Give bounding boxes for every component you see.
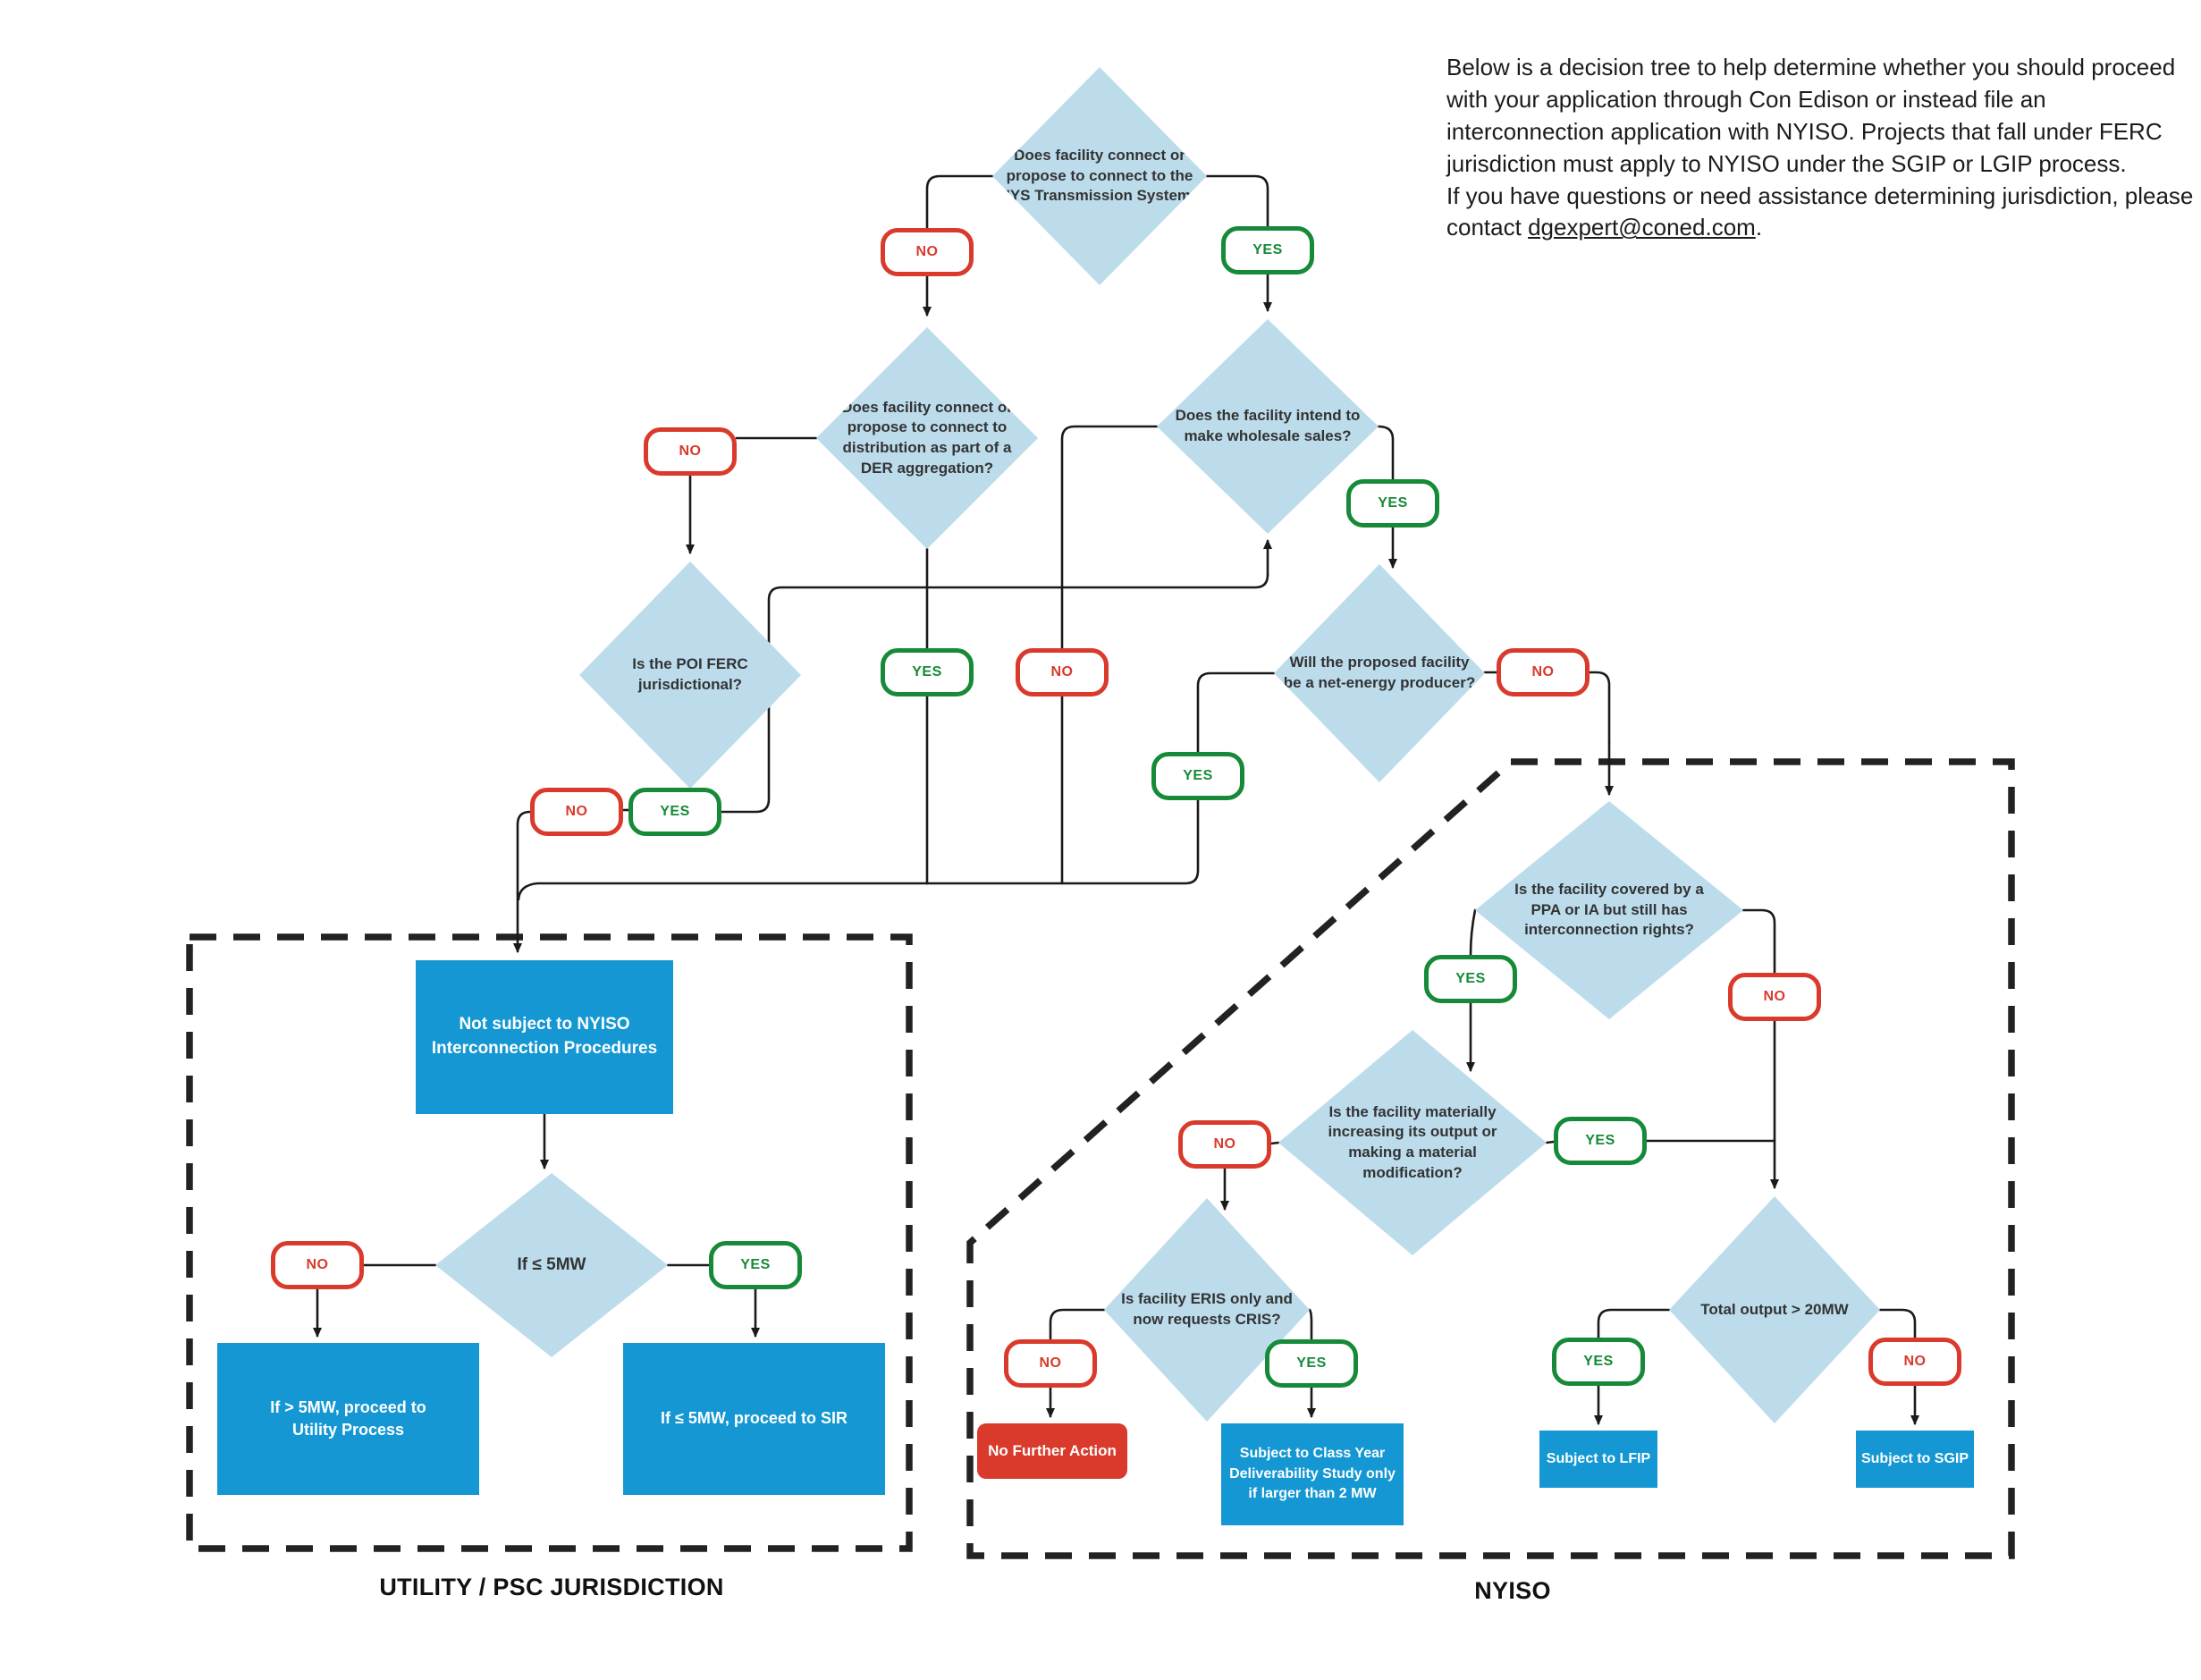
branch-wholesale-sales-yes: YES	[1346, 479, 1439, 528]
edge-q2r-yes	[1377, 425, 1395, 481]
branch-net-energy-producer-no: NO	[1497, 648, 1590, 696]
nyiso-section-label: NYISO	[1474, 1577, 1551, 1604]
branch-der-aggregation-no: NO	[644, 427, 737, 476]
edge-q3l-yes	[720, 573, 1269, 814]
outcome-subject-lfip: Subject to LFIP	[1539, 1431, 1657, 1488]
decision-der-aggregation-text: Does facility connect or propose to conn…	[841, 398, 1013, 477]
utility-section-label: UTILITY / PSC JURISDICTION	[379, 1574, 724, 1600]
branch-eris-cris-yes: YES	[1265, 1339, 1358, 1388]
branch-if-5mw-no: NO	[271, 1241, 364, 1289]
branch-poi-ferc-no: NO	[530, 788, 623, 836]
decision-ppa-ia-text: Is the facility covered by a PPA or IA b…	[1514, 881, 1704, 939]
edge-q7-no	[1049, 1308, 1106, 1341]
intro-after: .	[1755, 214, 1763, 241]
branch-transmission-system-yes: YES	[1221, 226, 1314, 274]
intro-text: Below is a decision tree to help determi…	[1446, 52, 2201, 244]
edge-q3l-no	[516, 810, 532, 896]
outcome-no-further-action: No Further Action	[977, 1423, 1127, 1479]
decision-eris-cris-text: Is facility ERIS only and now requests C…	[1121, 1290, 1293, 1328]
outcome-utility-process: If > 5MW, proceed to Utility Process	[217, 1343, 479, 1495]
branch-total-output-yes: YES	[1552, 1338, 1645, 1386]
contact-email-link[interactable]: dgexpert@coned.com	[1528, 214, 1756, 241]
edge-q4-yes	[1469, 908, 1477, 957]
branch-material-modification-yes: YES	[1554, 1117, 1647, 1165]
edge-q3r-yes-bus	[517, 671, 1276, 901]
branch-ppa-ia-yes: YES	[1424, 955, 1517, 1003]
outcome-proceed-sir: If ≤ 5MW, proceed to SIR	[623, 1343, 885, 1495]
edge-q5-no	[1269, 1141, 1280, 1145]
branch-wholesale-sales-no: NO	[1016, 648, 1109, 696]
edge-q1-no	[925, 174, 994, 230]
decision-poi-ferc-text: Is the POI FERC jurisdictional?	[632, 655, 748, 693]
decision-if-5mw-text: If ≤ 5MW	[517, 1255, 586, 1275]
edge-q3r-no	[1483, 671, 1611, 744]
edge-q6-yes	[1597, 1308, 1671, 1339]
decision-transmission-system-text: Does facility connect or propose to conn…	[999, 147, 1201, 205]
edge-q7-yes	[1308, 1308, 1313, 1341]
decision-wholesale-sales-text: Does the facility intend to make wholesa…	[1175, 407, 1361, 444]
outcome-class-year-study: Subject to Class Year Deliverability Stu…	[1221, 1423, 1404, 1525]
branch-ppa-ia-no: NO	[1728, 973, 1821, 1021]
branch-net-energy-producer-yes: YES	[1151, 752, 1244, 800]
nyiso-region-border	[966, 758, 2015, 1559]
outcome-not-subject-nyiso: Not subject to NYISO Interconnection Pro…	[416, 960, 673, 1114]
branch-eris-cris-no: NO	[1004, 1339, 1097, 1388]
edge-q5-yes	[1545, 1139, 1776, 1144]
branch-material-modification-no: NO	[1178, 1120, 1271, 1169]
branch-if-5mw-yes: YES	[709, 1241, 802, 1289]
branch-transmission-system-no: NO	[881, 228, 974, 276]
branch-total-output-no: NO	[1868, 1338, 1961, 1386]
utility-region-border	[186, 933, 913, 1552]
edge-q4-no	[1741, 908, 1776, 1143]
intro-before: Below is a decision tree to help determi…	[1446, 54, 2194, 241]
branch-der-aggregation-yes: YES	[881, 648, 974, 696]
decision-total-output-text: Total output > 20MW	[1700, 1300, 1849, 1318]
edge-q2r-no	[1060, 425, 1159, 885]
edge-q6-no	[1878, 1308, 1917, 1339]
outcome-subject-sgip: Subject to SGIP	[1856, 1431, 1974, 1488]
decision-net-energy-producer-text: Will the proposed facility be a net-ener…	[1283, 654, 1476, 691]
decision-material-modification-text: Is the facility materially increasing it…	[1328, 1102, 1497, 1181]
edge-q1-yes	[1205, 174, 1269, 228]
branch-poi-ferc-yes: YES	[628, 788, 721, 836]
